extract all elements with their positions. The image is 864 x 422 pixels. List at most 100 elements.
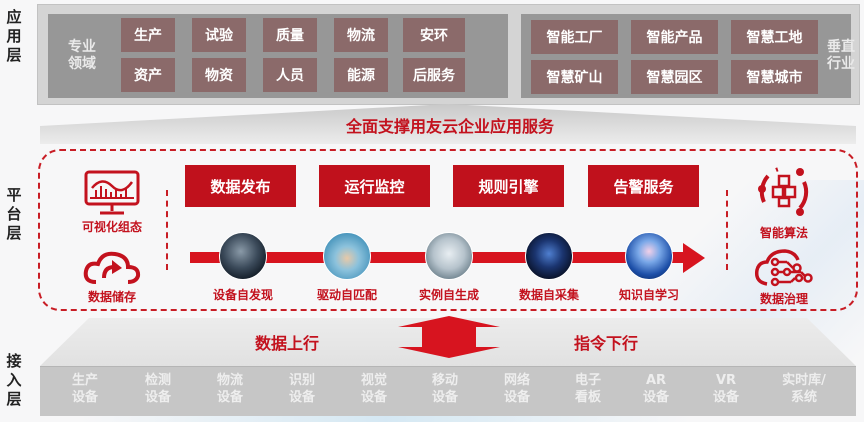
- professional-domain-panel: 专业领域 生产 试验 质量 物流 安环 资产 物资 人员 能源 后服务: [48, 14, 508, 98]
- robot-arm-image: [425, 232, 473, 280]
- run-monitor-block: 运行监控: [319, 165, 430, 207]
- device-mobile: 移动设备: [415, 372, 475, 406]
- flow-node: 数据自采集: [503, 232, 595, 303]
- domain-cell: 安环: [403, 18, 465, 52]
- flow-node-label: 实例自生成: [418, 288, 479, 302]
- device-line2: 设备: [360, 390, 387, 405]
- device-inspection: 检测设备: [128, 372, 188, 406]
- flow-node: 知识自学习: [603, 232, 695, 303]
- alarm-service-block: 告警服务: [588, 165, 699, 207]
- monitor-chart-icon: [84, 170, 140, 215]
- layer-label-text: 平台层: [6, 186, 22, 242]
- smart-algorithm-item: 智能算法: [734, 162, 834, 241]
- device-network: 网络设备: [487, 372, 547, 406]
- device-line2: 设备: [71, 390, 98, 405]
- device-line2: 设备: [431, 390, 458, 405]
- data-upstream-label: 数据上行: [255, 334, 320, 353]
- industry-cell: 智慧园区: [631, 60, 718, 94]
- data-storage-label: 数据储存: [87, 290, 136, 304]
- device-realtime-db: 实时库/系统: [771, 372, 837, 406]
- data-publish-block: 数据发布: [185, 165, 296, 207]
- device-production: 生产设备: [55, 372, 115, 406]
- device-line2: 设备: [642, 390, 669, 405]
- cloud-upload-icon: [83, 251, 141, 284]
- industry-label: 垂直行业: [827, 39, 855, 72]
- layer-label-application: 应用层: [4, 8, 24, 65]
- device-line1: 识别: [288, 373, 315, 388]
- data-storage-item: 数据储存: [62, 250, 162, 305]
- support-text: 全面支撑用友云企业应用服务: [345, 117, 554, 136]
- domain-cell: 物流: [334, 18, 388, 52]
- device-vr: VR 设备: [696, 372, 756, 406]
- device-line2: 设备: [712, 390, 739, 405]
- device-line1: 电子: [574, 373, 601, 388]
- flow-node: 驱动自匹配: [301, 232, 393, 303]
- application-layer: 专业领域 生产 试验 质量 物流 安环 资产 物资 人员 能源 后服务 智能工厂…: [37, 4, 860, 105]
- device-line1: 生产: [71, 373, 98, 388]
- data-governance-item: 数据治理: [734, 248, 834, 307]
- domain-cell: 能源: [334, 58, 388, 92]
- domain-label: 专业领域: [68, 39, 96, 72]
- domain-cell: 生产: [121, 18, 175, 52]
- device-line1: 实时库/: [782, 373, 826, 388]
- smart-algorithm-label: 智能算法: [759, 226, 808, 240]
- domain-cell: 人员: [263, 58, 317, 92]
- device-line1: 视觉: [360, 373, 387, 388]
- digital-robot-image: [525, 232, 573, 280]
- access-layer-bar: [40, 366, 856, 416]
- brain-circuit-image: [625, 232, 673, 280]
- layer-label-text: 接入层: [6, 352, 22, 408]
- layer-label-text: 应用层: [6, 8, 22, 64]
- industry-cell: 智慧城市: [731, 60, 818, 94]
- flow-node: 实例自生成: [403, 232, 495, 303]
- device-recognition: 识别设备: [272, 372, 332, 406]
- domain-cell: 物资: [192, 58, 246, 92]
- flow-node: 设备自发现: [197, 232, 289, 303]
- device-line2: 设备: [288, 390, 315, 405]
- device-line2: 设备: [216, 390, 243, 405]
- vertical-industry-panel: 智能工厂 智能产品 智慧工地 智慧矿山 智慧园区 智慧城市 垂直行业: [521, 14, 855, 98]
- visual-config-label: 可视化组态: [81, 220, 142, 234]
- handshake-gears-image: [323, 232, 371, 280]
- device-ar: AR 设备: [626, 372, 686, 406]
- divider-right: [726, 190, 728, 270]
- command-downstream-label: 指令下行: [574, 334, 639, 353]
- device-logistics: 物流设备: [200, 372, 260, 406]
- device-vision: 视觉设备: [344, 372, 404, 406]
- device-line1: 物流: [216, 373, 243, 388]
- robot-face-image: [219, 232, 267, 280]
- domain-cell: 试验: [192, 18, 246, 52]
- rule-engine-block: 规则引擎: [453, 165, 564, 207]
- device-line1: VR: [715, 373, 737, 388]
- domain-cell: 资产: [121, 58, 175, 92]
- device-line2: 设备: [144, 390, 171, 405]
- device-line2: 设备: [503, 390, 530, 405]
- industry-cell: 智慧矿山: [531, 60, 618, 94]
- flow-node-label: 驱动自匹配: [316, 288, 377, 302]
- device-line2: 系统: [790, 390, 817, 405]
- layer-label-access: 接入层: [4, 352, 24, 409]
- device-line2: 看板: [574, 390, 601, 405]
- domain-cell: 后服务: [403, 58, 465, 92]
- device-line1: 网络: [503, 373, 530, 388]
- divider-left: [166, 190, 168, 270]
- domain-cell: 质量: [263, 18, 317, 52]
- device-e-board: 电子看板: [558, 372, 618, 406]
- bidirectional-arrow-icon: [398, 316, 500, 358]
- flow-arrow-head: [683, 243, 705, 273]
- flow-node-label: 设备自发现: [212, 288, 273, 302]
- cubes-cycle-icon: [758, 166, 809, 216]
- flow-node-label: 数据自采集: [518, 288, 579, 302]
- cloud-network-icon: [754, 249, 813, 287]
- platform-layer-box: [38, 149, 858, 311]
- device-line1: 移动: [431, 373, 458, 388]
- flow-node-label: 知识自学习: [618, 288, 679, 302]
- layer-label-platform: 平台层: [4, 186, 24, 243]
- device-line1: 检测: [144, 373, 171, 388]
- data-governance-label: 数据治理: [759, 292, 808, 306]
- visual-config-item: 可视化组态: [62, 170, 162, 235]
- industry-cell: 智慧工地: [731, 20, 818, 54]
- device-line1: AR: [645, 373, 667, 388]
- industry-cell: 智能工厂: [531, 20, 618, 54]
- industry-cell: 智能产品: [631, 20, 718, 54]
